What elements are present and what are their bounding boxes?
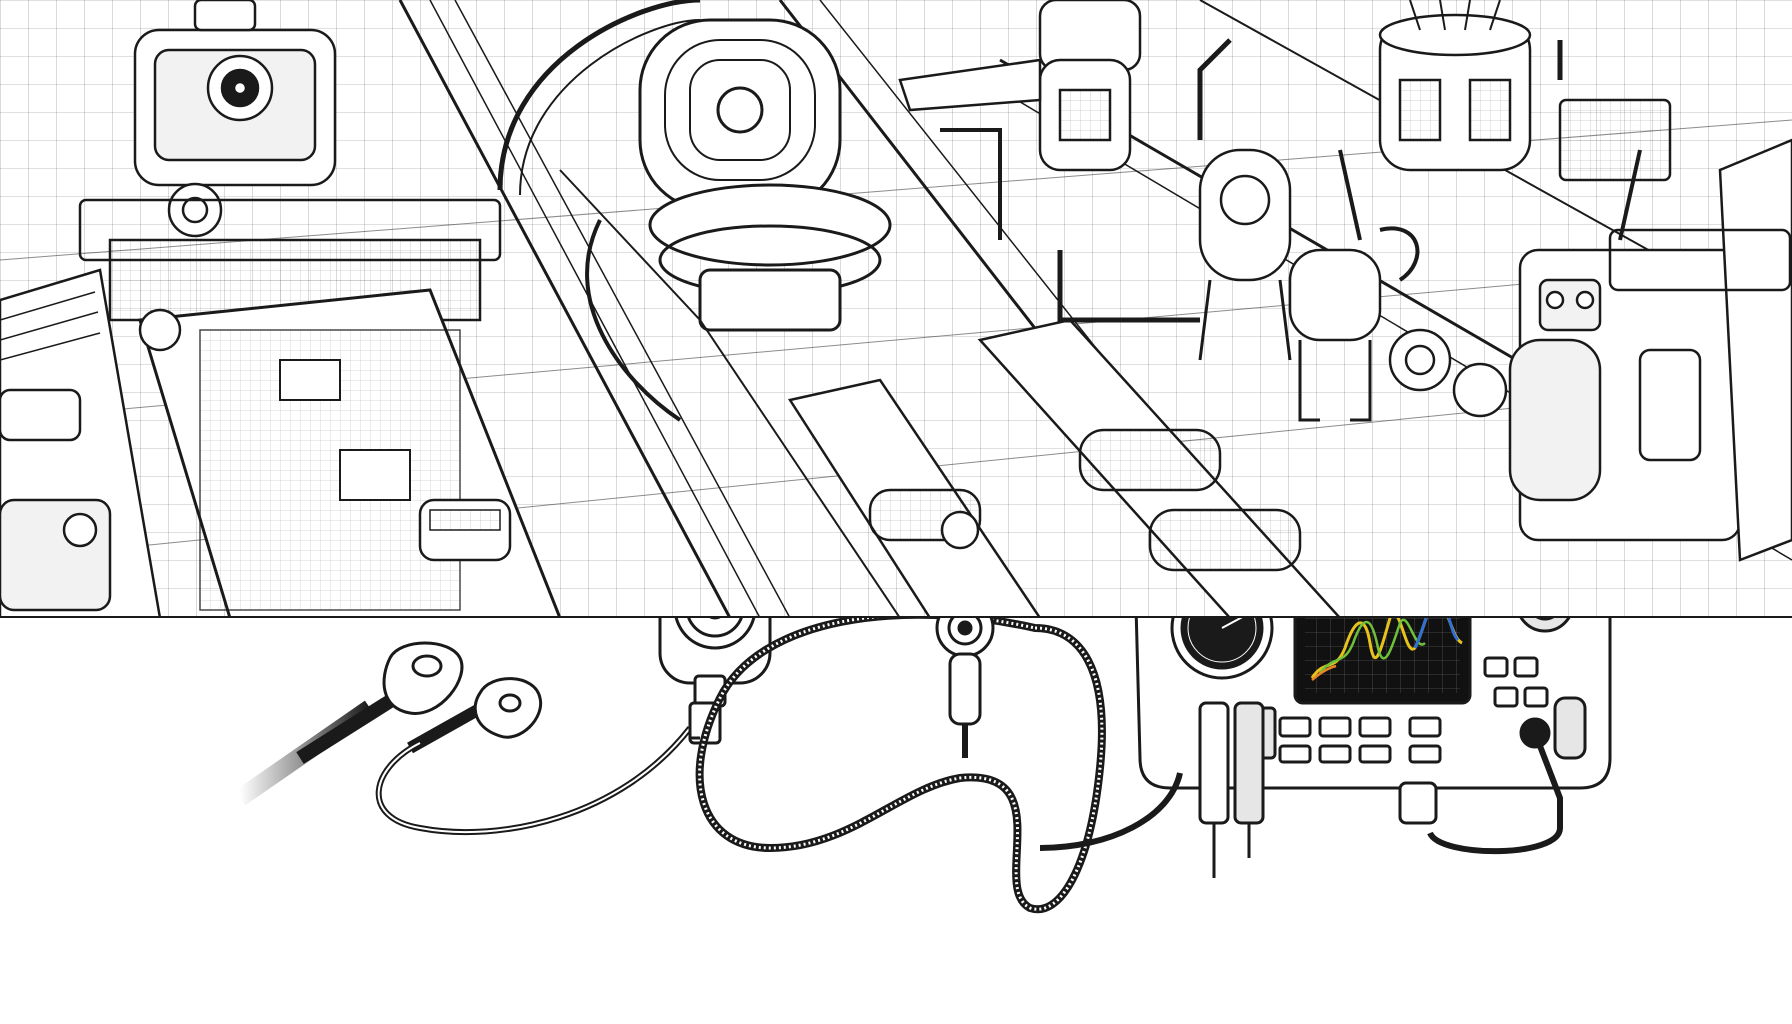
central-reactor [497,0,901,618]
circuit-table [138,288,562,618]
side-cabinet [0,268,162,618]
storage-tank [1378,0,1672,182]
factory-lab-panel [0,0,1792,618]
gripper-robots [1198,148,1508,422]
robot-arm [898,0,1142,240]
cable-probe-icon [695,618,1106,914]
sensor-devices-panel [0,618,1792,1024]
oscilloscope-console-icon [1039,618,1612,878]
earbud-sensor-icon [234,641,464,806]
pipes [1057,38,1563,323]
earbud-sensor-icon [375,677,693,836]
control-tower [1508,138,1792,562]
conveyor-bed [787,318,1342,618]
